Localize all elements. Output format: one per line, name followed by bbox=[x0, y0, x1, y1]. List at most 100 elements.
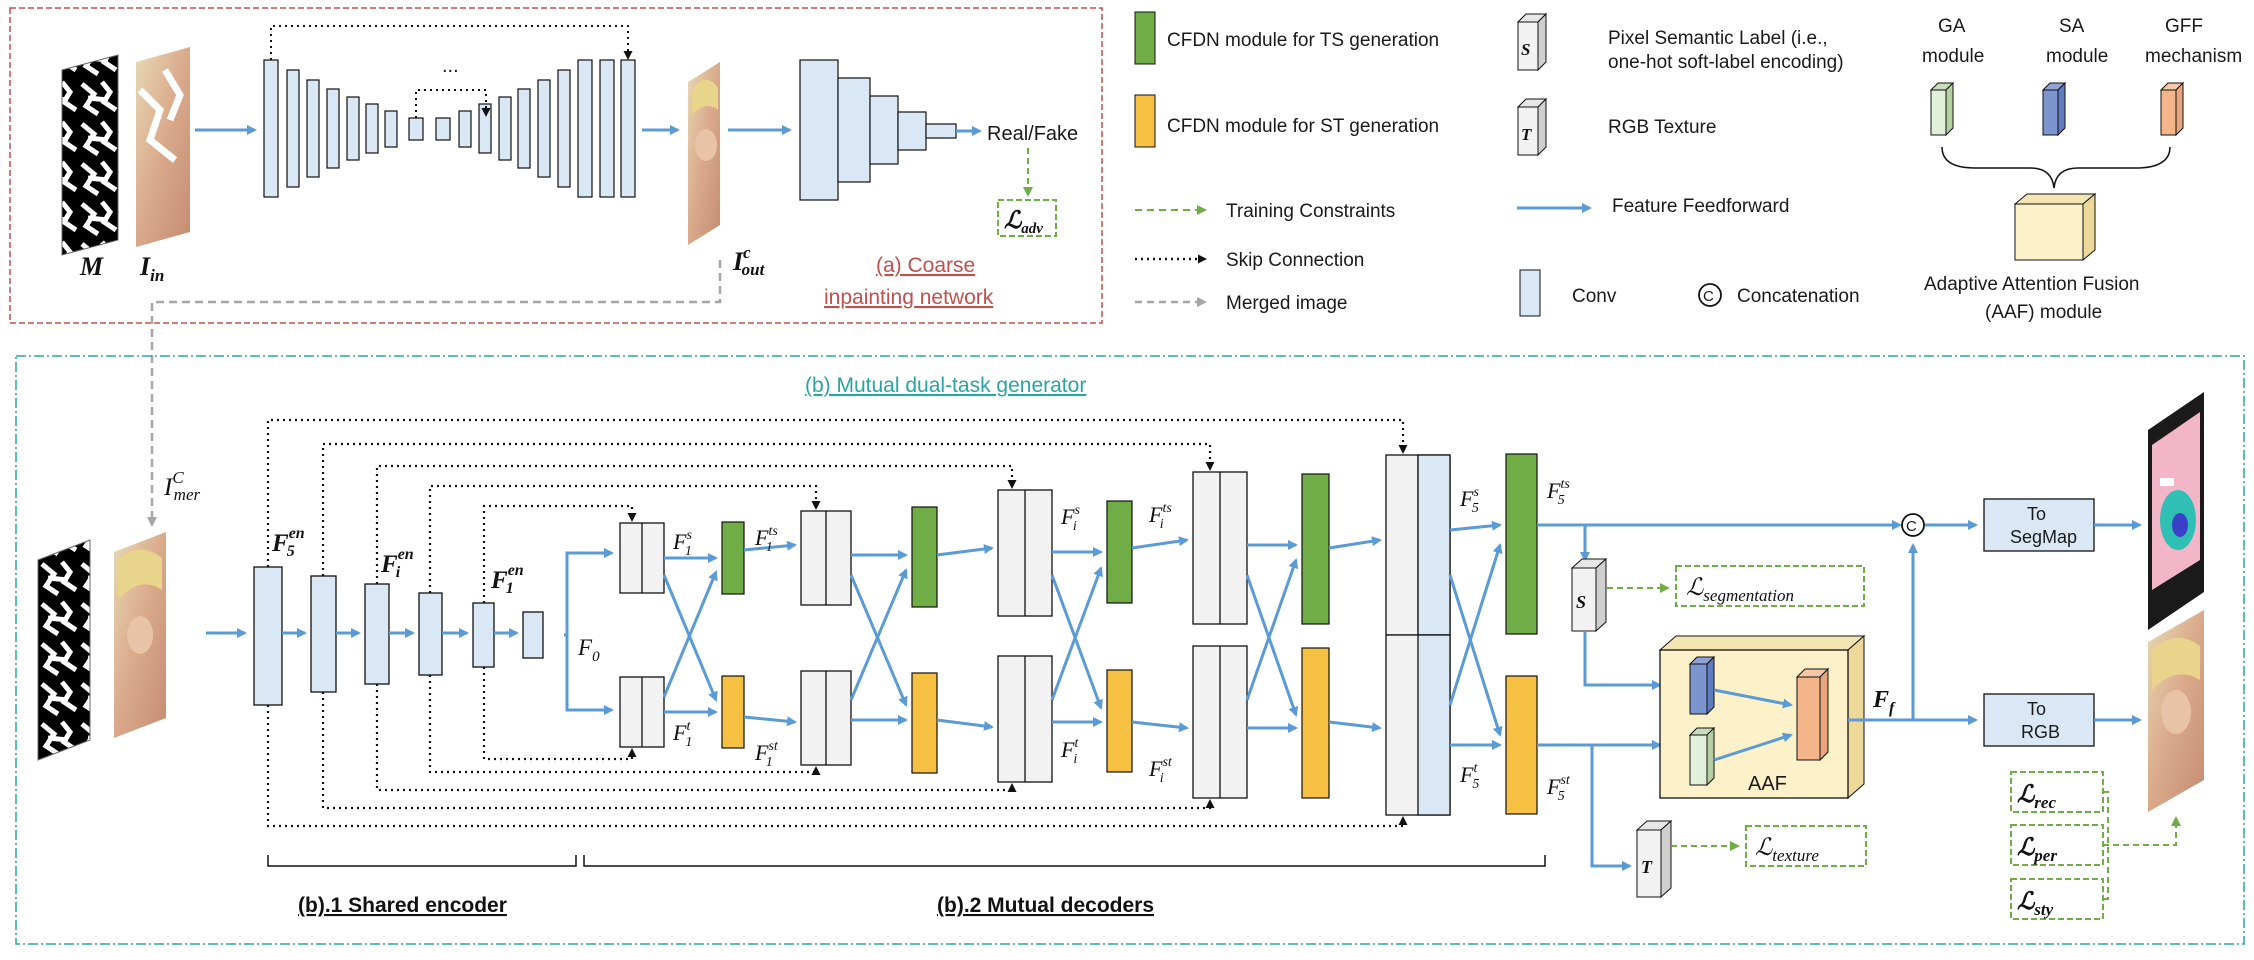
iin-label: Iin bbox=[139, 252, 164, 285]
aaf-ga-cube bbox=[1689, 734, 1708, 786]
legend-ga-cube bbox=[1929, 81, 1955, 137]
legend-gff-cube bbox=[2159, 81, 2185, 137]
svg-text:C: C bbox=[1906, 518, 1917, 535]
legend-skip-connection: Skip Connection bbox=[1226, 250, 1364, 271]
legend-ga-1: GA bbox=[1938, 16, 1966, 37]
semantic-label-cube: S bbox=[1570, 557, 1608, 633]
legend: CFDN module for TS generation CFDN modul… bbox=[1134, 11, 2242, 323]
legend-brace bbox=[1941, 146, 2171, 189]
output-segmap-image bbox=[2148, 392, 2204, 630]
legend-concatenation: Concatenation bbox=[1737, 286, 1860, 307]
adv-loss-box bbox=[997, 199, 1057, 237]
shared-encoder-bracket bbox=[267, 855, 577, 867]
legend-cfdn-st: CFDN module for ST generation bbox=[1167, 116, 1439, 137]
legend-semantic-label-2: one-hot soft-label encoding) bbox=[1608, 52, 1844, 73]
aaf-label: AAF bbox=[1748, 773, 1787, 795]
svg-text:S: S bbox=[1521, 40, 1530, 59]
generator-title: (b) Mutual dual-task generator bbox=[805, 374, 1086, 397]
ff-label: Ff bbox=[1872, 687, 1896, 717]
to-rgb-block bbox=[1983, 693, 2095, 747]
legend-semantic-label-1: Pixel Semantic Label (i.e., bbox=[1608, 28, 1828, 49]
to-segmap-1: To bbox=[2027, 504, 2046, 524]
sty-loss-label: ℒsty bbox=[2017, 889, 2054, 919]
concat-icon bbox=[1901, 513, 1925, 537]
legend-aaf-cube bbox=[2013, 192, 2097, 262]
cfdn-ts-5 bbox=[1505, 453, 1538, 635]
legend-conv: Conv bbox=[1572, 286, 1617, 307]
aaf-gff-cube bbox=[1796, 676, 1821, 761]
skip-ellipsis: ... bbox=[442, 55, 459, 77]
mutual-decoders-label: (b).2 Mutual decoders bbox=[937, 894, 1154, 917]
svg-text:T: T bbox=[1641, 857, 1653, 877]
per-loss-label: ℒper bbox=[2017, 835, 2057, 865]
legend-feature-feedforward: Feature Feedforward bbox=[1612, 196, 1789, 217]
f0-label: F0 bbox=[577, 635, 600, 665]
adv-loss-label: ℒadv bbox=[1004, 208, 1043, 237]
legend-sa-2: module bbox=[2046, 46, 2108, 67]
cfdn-ts-2 bbox=[911, 506, 938, 608]
svg-text:T: T bbox=[1521, 125, 1532, 144]
legend-gff-1: GFF bbox=[2165, 16, 2203, 37]
mask-image bbox=[61, 54, 119, 256]
legend-aaf-2: (AAF) module bbox=[1985, 302, 2102, 323]
coarse-title-line2: inpainting network bbox=[824, 286, 994, 309]
legend-gff-2: mechanism bbox=[2145, 46, 2242, 67]
output-rgb-image bbox=[2148, 610, 2204, 812]
decoder-stage-1 bbox=[619, 521, 745, 749]
decoder-arrows bbox=[662, 520, 1503, 750]
cfdn-ts-4 bbox=[1301, 473, 1330, 625]
legend-merged-image: Merged image bbox=[1226, 293, 1347, 314]
to-segmap-block bbox=[1983, 498, 2095, 552]
legend-cfdn-ts: CFDN module for TS generation bbox=[1167, 30, 1439, 51]
discriminator bbox=[799, 59, 957, 201]
segmentation-loss-label: ℒsegmentation bbox=[1686, 575, 1794, 605]
mutual-decoders-bracket bbox=[583, 855, 1546, 867]
merged-mask-image bbox=[37, 539, 91, 761]
coarse-network-border bbox=[9, 7, 1103, 324]
to-rgb-2: RGB bbox=[2021, 722, 2060, 742]
legend-ga-2: module bbox=[1922, 46, 1984, 67]
legend-sa-1: SA bbox=[2059, 16, 2085, 37]
generator-skip-connections bbox=[266, 418, 1408, 828]
output-losses: ℒrec ℒper ℒsty bbox=[2010, 771, 2176, 920]
decoder-stage-3 bbox=[997, 489, 1133, 783]
coarse-title-line1: (a) Coarse bbox=[876, 254, 975, 277]
legend-rgb-texture: RGB Texture bbox=[1608, 117, 1716, 138]
shared-encoder-label: (b).1 Shared encoder bbox=[298, 894, 507, 917]
legend-conv-swatch bbox=[1519, 269, 1541, 317]
cfdn-st-1 bbox=[721, 675, 745, 749]
texture-loss-box bbox=[1745, 825, 1867, 867]
coarse-network-section: M Iin ... bbox=[9, 7, 1103, 527]
merged-input-image bbox=[114, 532, 166, 738]
coarse-unet bbox=[263, 59, 636, 198]
decoder-stage-5 bbox=[1385, 453, 1538, 816]
to-segmap-2: SegMap bbox=[2010, 527, 2077, 547]
input-image bbox=[136, 47, 190, 247]
legend-aaf-1: Adaptive Attention Fusion bbox=[1924, 274, 2139, 295]
decoder-stage-2 bbox=[800, 506, 938, 774]
rec-loss-label: ℒrec bbox=[2017, 782, 2056, 812]
cfdn-ts-3 bbox=[1106, 500, 1133, 604]
texture-cube: T bbox=[1635, 819, 1673, 899]
legend-swatch-ts bbox=[1134, 11, 1156, 65]
generator-border bbox=[15, 355, 2245, 945]
aaf-sa-cube bbox=[1689, 663, 1708, 715]
legend-sa-cube bbox=[2041, 81, 2067, 137]
svg-text:S: S bbox=[1576, 592, 1586, 612]
legend-training-constraints: Training Constraints bbox=[1226, 201, 1395, 222]
cfdn-st-4 bbox=[1301, 647, 1330, 799]
